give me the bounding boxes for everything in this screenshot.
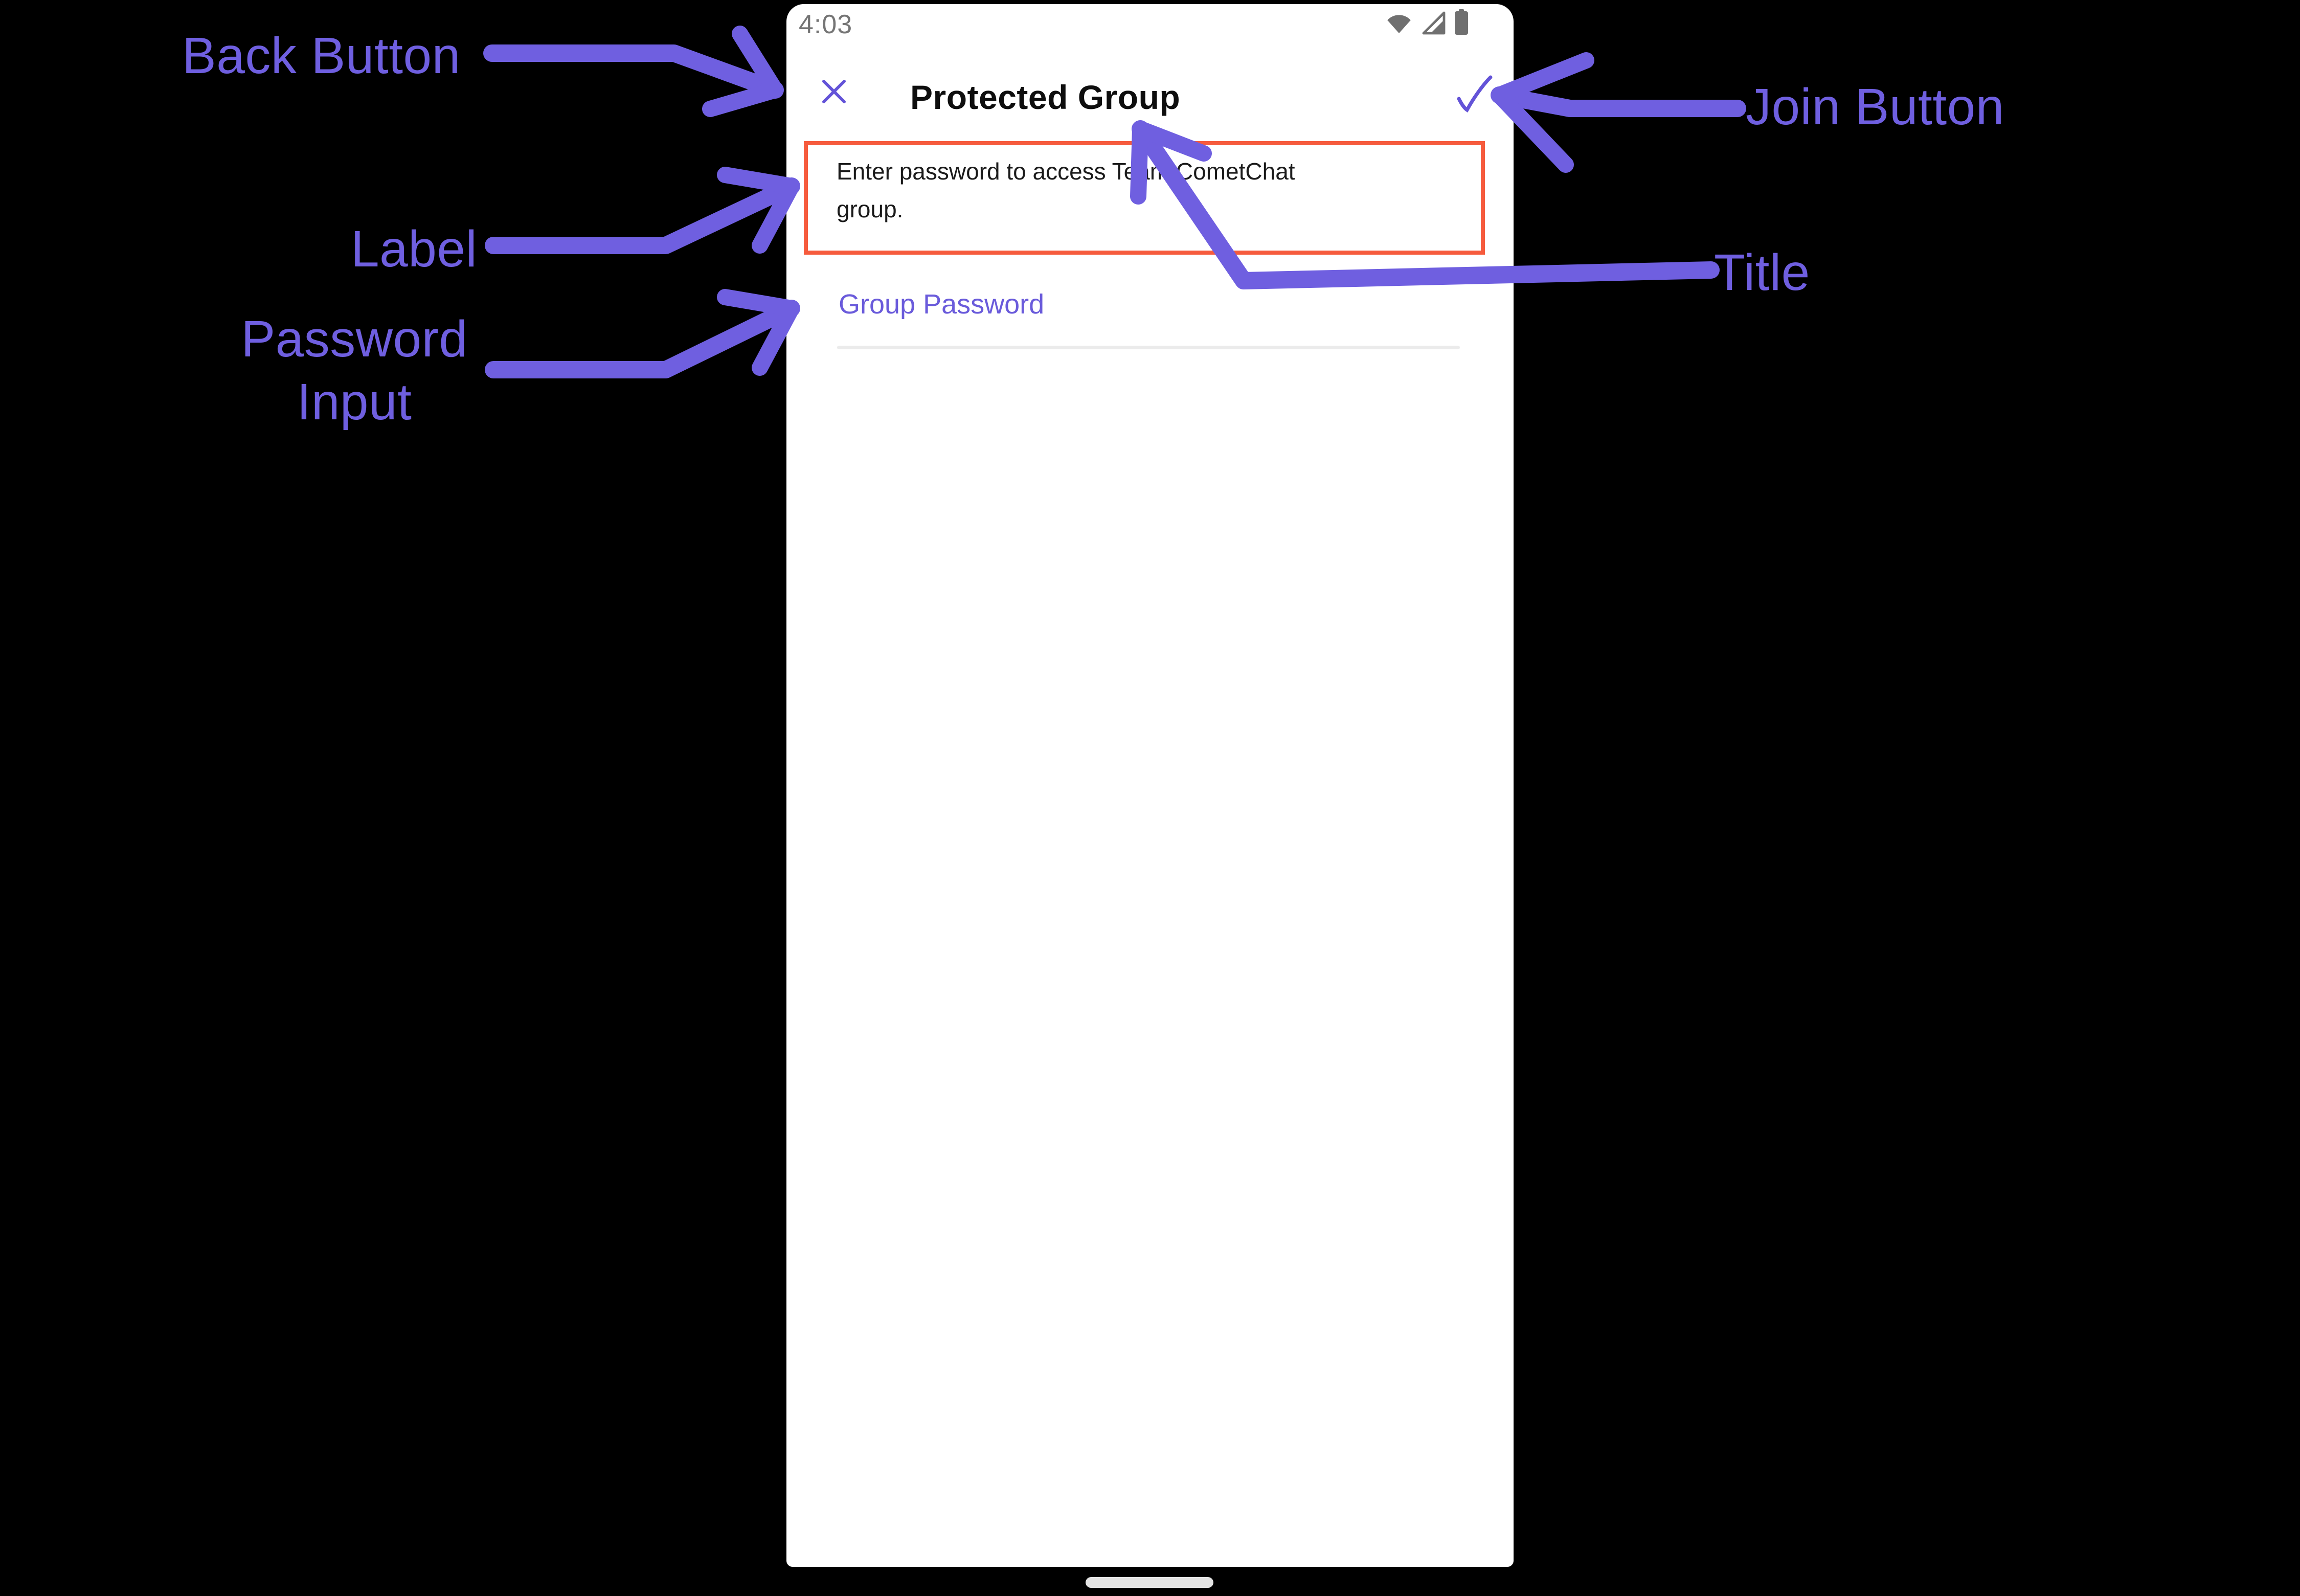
join-button-arrow	[1491, 52, 1746, 173]
annotation-title: Title	[1714, 244, 1810, 301]
password-input-arrow	[485, 289, 800, 378]
annotation-back-button: Back Button	[182, 27, 461, 84]
status-time: 4:03	[799, 10, 853, 39]
page-title: Protected Group	[910, 78, 1181, 116]
wifi-icon	[1386, 11, 1412, 38]
phone-screen: 4:03 Protected Group	[786, 4, 1514, 1567]
group-label: Enter password to access Team CometChat …	[837, 158, 1295, 222]
back-button-arrow	[483, 26, 784, 117]
check-icon	[1454, 73, 1495, 117]
battery-icon	[1454, 9, 1469, 38]
home-indicator[interactable]	[1086, 1577, 1213, 1588]
close-icon	[821, 78, 847, 107]
join-button[interactable]	[1451, 72, 1497, 118]
back-button[interactable]	[817, 76, 851, 109]
status-icons	[1386, 9, 1469, 38]
password-input-underline	[837, 346, 1460, 349]
annotation-password-input: Password Input	[241, 310, 468, 431]
signal-icon	[1420, 11, 1446, 38]
annotation-join-button: Join Button	[1746, 78, 2004, 136]
label-highlight-box: Enter password to access Team CometChat …	[804, 141, 1485, 255]
password-input-label: Group Password	[839, 289, 1045, 320]
label-arrow	[485, 167, 800, 254]
annotation-label: Label	[351, 220, 478, 278]
